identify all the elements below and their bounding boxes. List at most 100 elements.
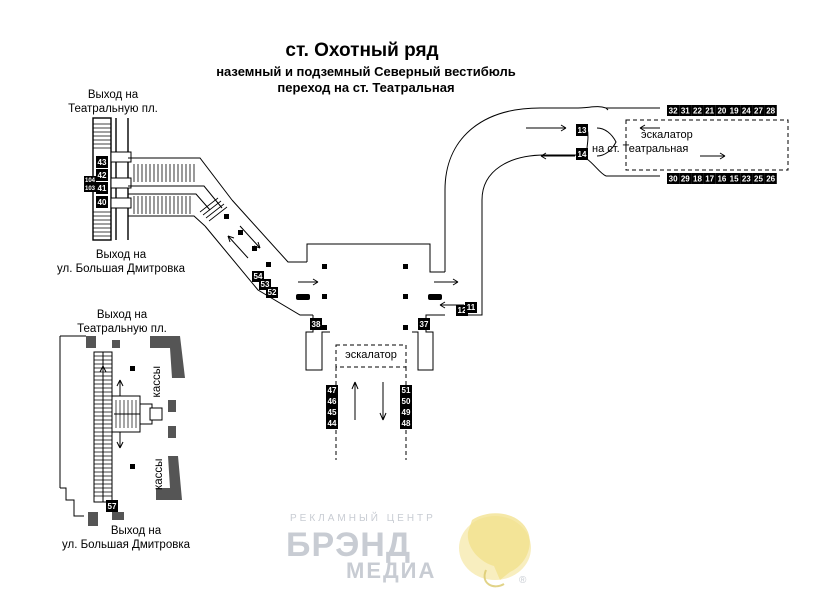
central-escalator xyxy=(335,344,407,460)
number-tag: 25 xyxy=(754,175,763,184)
tag-37: 37 xyxy=(420,320,429,329)
number-tag: 32 xyxy=(669,107,678,116)
tag-13: 13 xyxy=(578,126,587,135)
tag-43: 43 xyxy=(98,158,107,167)
exit-bottom-label-2: ул. Большая Дмитровка xyxy=(57,263,186,275)
tag-37-box xyxy=(418,318,430,330)
page-title: ст. Охотный ряд xyxy=(285,40,438,61)
number-tag-box xyxy=(679,105,692,116)
number-tag: 16 xyxy=(717,175,726,184)
watermark-line-big: БРЭНД xyxy=(286,526,411,564)
tag-52: 52 xyxy=(268,288,277,297)
right-passage xyxy=(444,106,789,316)
exit-top-label-1: Выход на xyxy=(88,89,139,101)
number-tag: 20 xyxy=(717,107,726,116)
number-tag: 26 xyxy=(766,175,775,184)
tag-57-box xyxy=(106,500,118,512)
to-teatralnaya-label: на ст. Театральная xyxy=(592,143,688,155)
escalator-label: эскалатор xyxy=(345,349,397,361)
left-passage xyxy=(92,117,313,316)
inset-exit-top-label-2: Театральную пл. xyxy=(77,323,167,335)
watermark-line-med: МЕДИА xyxy=(346,558,436,583)
tag-14: 14 xyxy=(578,150,587,159)
tag-57: 57 xyxy=(108,502,117,511)
tag-14-box xyxy=(576,148,588,160)
tag-103: 103 xyxy=(85,186,96,192)
exit-top-label-2: Театральную пл. xyxy=(68,103,158,115)
number-tag: 31 xyxy=(681,107,690,116)
tag-38-box xyxy=(310,318,322,330)
tag-51: 51 xyxy=(402,386,411,395)
number-tag-box xyxy=(740,105,753,116)
number-tag-box xyxy=(715,105,728,116)
number-tag: 27 xyxy=(754,107,763,116)
ramp-number-tags: 54 53 52 xyxy=(252,271,278,298)
inset-plan xyxy=(59,335,185,526)
tag-49: 49 xyxy=(402,408,411,417)
registered-mark: ® xyxy=(519,575,527,586)
tag-54: 54 xyxy=(254,272,263,281)
inset-exit-top-label-1: Выход на xyxy=(97,309,148,321)
number-tag: 17 xyxy=(705,175,714,184)
tag-42: 42 xyxy=(98,171,107,180)
tag-38: 38 xyxy=(312,320,321,329)
number-tag-box xyxy=(728,105,741,116)
watermark-line-small: РЕКЛАМНЫЙ ЦЕНТР xyxy=(290,511,436,524)
number-tag-box xyxy=(703,173,716,184)
tag-40: 40 xyxy=(98,198,107,207)
number-tag: 28 xyxy=(766,107,775,116)
number-tag-box xyxy=(667,173,680,184)
number-tag: 18 xyxy=(693,175,702,184)
number-tag-box xyxy=(691,173,704,184)
tag-12: 12 xyxy=(458,306,467,315)
number-tag-box xyxy=(752,173,765,184)
tag-46: 46 xyxy=(328,397,337,406)
subtitle-line-1: наземный и подземный Северный вестибюль xyxy=(216,64,516,79)
escalator-right-label: эскалатор xyxy=(641,129,693,141)
number-tag-box xyxy=(679,173,692,184)
tag-11: 11 xyxy=(467,303,476,312)
left-number-tags: 43 42 41 40 104 103 xyxy=(84,156,108,208)
watermark: РЕКЛАМНЫЙ ЦЕНТР БРЭНД МЕДИА ® xyxy=(286,511,531,588)
central-hall xyxy=(296,243,464,371)
inset-exit-bottom-label-1: Выход на xyxy=(111,525,162,537)
tag-11-box xyxy=(465,302,477,313)
number-tag-box xyxy=(691,105,704,116)
number-tag-box xyxy=(752,105,765,116)
number-tag-box xyxy=(728,173,741,184)
number-tag: 23 xyxy=(742,175,751,184)
tag-44: 44 xyxy=(328,419,337,428)
number-tag-box xyxy=(764,105,777,116)
tag-104: 104 xyxy=(85,178,96,184)
tag-41: 41 xyxy=(98,184,107,193)
number-tag: 29 xyxy=(681,175,690,184)
number-tag-box xyxy=(764,173,777,184)
kassy-label-1: кассы xyxy=(151,366,163,397)
tag-53: 53 xyxy=(261,280,270,289)
kassy-label-2: кассы xyxy=(153,459,165,490)
number-tag: 21 xyxy=(705,107,714,116)
number-tag: 15 xyxy=(730,175,739,184)
tag-12-box xyxy=(456,305,468,316)
tag-45: 45 xyxy=(328,408,337,417)
escalator-number-tags: 47 46 45 44 51 50 49 48 xyxy=(326,385,412,429)
inset-exit-bottom-label-2: ул. Большая Дмитровка xyxy=(62,539,191,551)
number-tag: 22 xyxy=(693,107,702,116)
tag-13-box xyxy=(576,124,588,136)
mammoth-logo-icon xyxy=(459,513,531,588)
tag-50: 50 xyxy=(402,397,411,406)
tag-47: 47 xyxy=(328,386,337,395)
number-tag-box xyxy=(740,173,753,184)
number-tag-box xyxy=(715,173,728,184)
number-tag: 30 xyxy=(669,175,678,184)
number-tag-box xyxy=(667,105,680,116)
tag-48: 48 xyxy=(402,419,411,428)
number-tag-box xyxy=(703,105,716,116)
number-tag: 19 xyxy=(730,107,739,116)
subtitle-line-2: переход на ст. Театральная xyxy=(277,80,454,95)
exit-bottom-label-1: Выход на xyxy=(96,249,147,261)
